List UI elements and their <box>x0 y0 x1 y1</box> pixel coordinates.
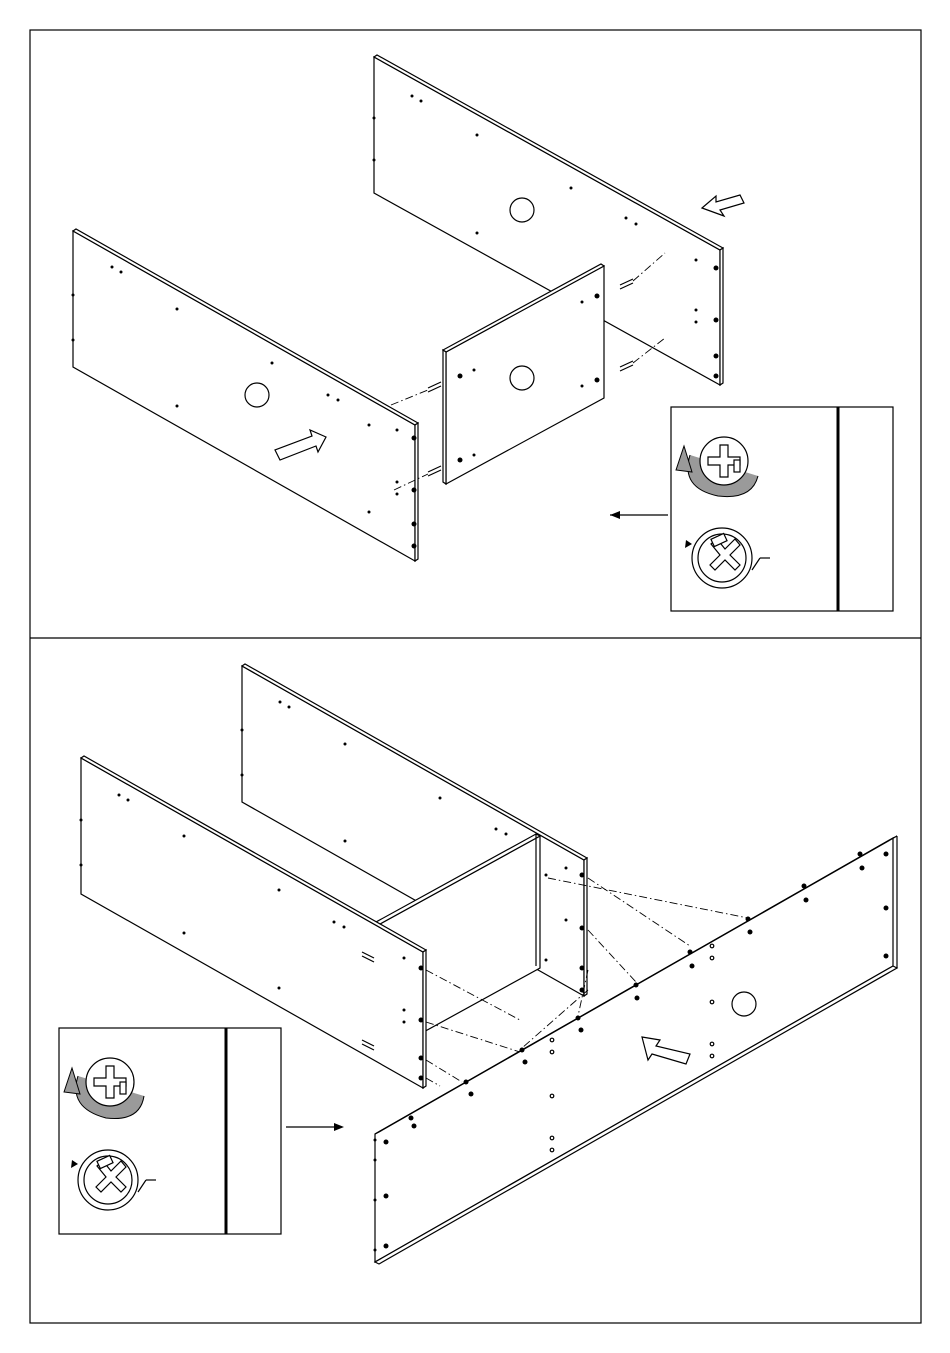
cam-lock-inset <box>59 1028 281 1234</box>
left-side-panel <box>72 229 419 561</box>
cam-lock-loose-icon <box>64 1058 144 1119</box>
cam-lock-tightened-icon <box>71 1150 156 1210</box>
cam-lock-tightened-icon <box>685 528 770 588</box>
cam-lock-inset <box>671 407 893 611</box>
direction-arrow-icon <box>702 195 744 216</box>
step-b <box>59 664 897 1264</box>
step-a <box>72 55 894 611</box>
center-divider <box>443 264 604 484</box>
cam-lock-loose-icon <box>676 437 758 497</box>
